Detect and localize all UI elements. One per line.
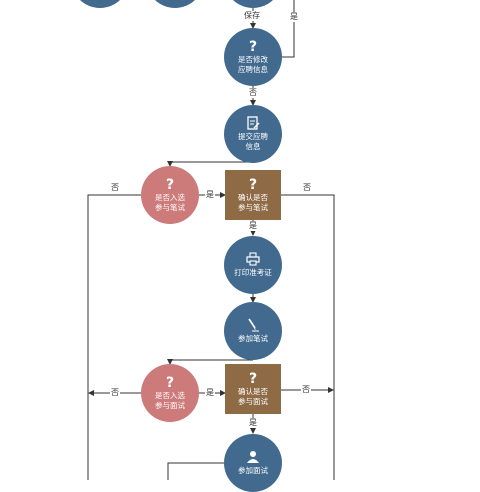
node-top-left[interactable] <box>71 0 129 8</box>
question-icon: ? <box>248 38 258 55</box>
node-confirm-written[interactable]: ? 确认是否 参与笔试 <box>225 170 281 220</box>
node-shortlist-written[interactable]: ? 是否入选 参与笔试 <box>141 166 199 224</box>
question-icon: ? <box>248 370 258 387</box>
edge-submit-to-shortlist <box>167 161 253 167</box>
edge-label-no-shortlist-interview: 否 <box>110 388 120 398</box>
node-top-right[interactable] <box>224 0 282 8</box>
edge-label-yes-top: 是 <box>289 12 299 22</box>
question-icon: ? <box>165 374 175 391</box>
document-edit-icon <box>247 116 260 130</box>
node-label: 提交应聘 信息 <box>238 132 268 151</box>
edge-label-yes-confirm-written: 是 <box>248 221 258 231</box>
edge-label-save: 保存 <box>243 11 261 21</box>
edge-label-no-confirm-written: 否 <box>302 183 312 193</box>
node-label: 是否修改 应聘信息 <box>238 54 268 74</box>
question-icon: ? <box>165 176 175 193</box>
person-icon <box>247 451 259 463</box>
edge-label-yes-shortlist-interview: 是 <box>205 388 215 398</box>
node-top-mid[interactable] <box>146 0 204 8</box>
node-label: 打印准考证 <box>234 268 272 277</box>
edge-written-to-shortlist <box>167 359 253 365</box>
node-submit-info[interactable]: 提交应聘 信息 <box>224 105 282 163</box>
edge-label-no-shortlist-written: 否 <box>110 183 120 193</box>
node-print-ticket[interactable]: 打印准考证 <box>224 236 282 294</box>
question-icon: ? <box>248 176 258 193</box>
pen-icon <box>248 318 259 332</box>
node-label: 参加面试 <box>238 466 268 475</box>
edge-no-confirm-written <box>281 194 335 480</box>
edge-label-no-modify: 否 <box>248 88 258 98</box>
node-shortlist-interview[interactable]: ? 是否入选 参与面试 <box>141 364 199 422</box>
node-label: 参加笔试 <box>238 334 268 343</box>
node-label: 是否入选 参与笔试 <box>155 192 185 212</box>
node-modify-info[interactable]: ? 是否修改 应聘信息 <box>224 28 282 86</box>
edge-label-yes-confirm-interview: 是 <box>248 418 258 428</box>
edge-label-no-confirm-interview: 否 <box>301 385 311 395</box>
edge-label-yes-shortlist-written: 是 <box>205 190 215 200</box>
node-label: 确认是否 参与面试 <box>238 386 268 406</box>
node-written-test[interactable]: 参加笔试 <box>224 302 282 360</box>
edge-no-shortlist-written <box>87 194 141 480</box>
edge-yes-top <box>282 0 295 58</box>
node-label: 是否入选 参与面试 <box>155 390 185 410</box>
node-confirm-interview[interactable]: ? 确认是否 参与面试 <box>225 364 281 414</box>
printer-icon <box>246 252 260 266</box>
node-label: 确认是否 参与笔试 <box>238 192 268 212</box>
node-interview[interactable]: 参加面试 <box>224 434 282 492</box>
